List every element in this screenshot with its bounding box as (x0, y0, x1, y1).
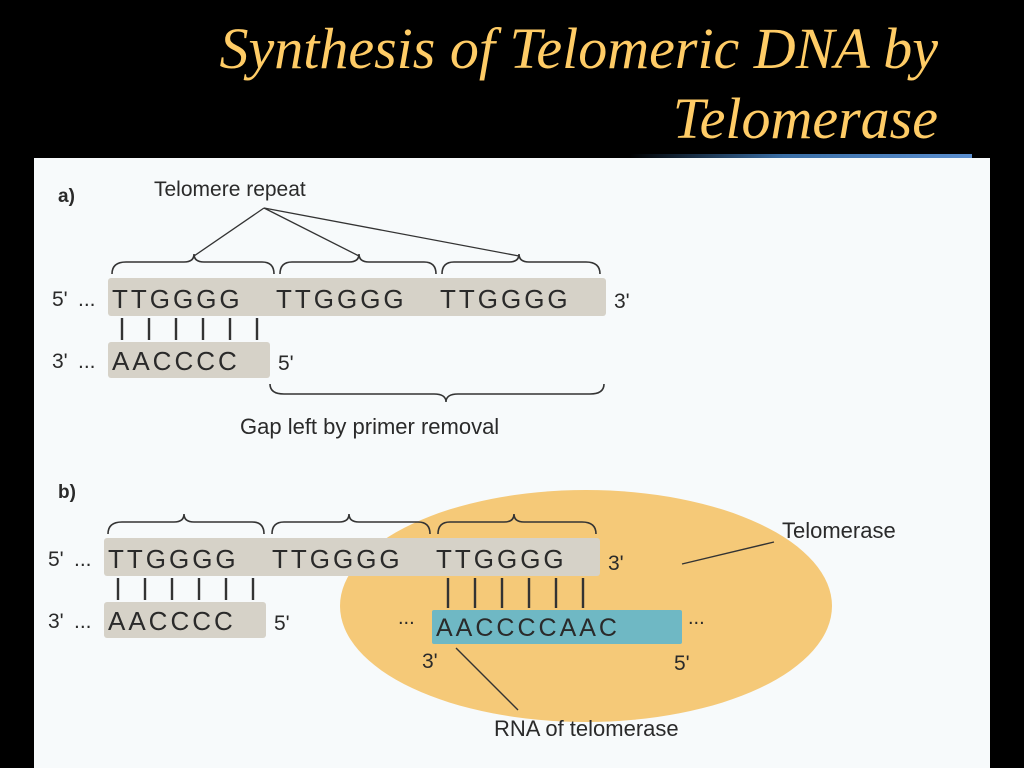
panel-b-repeat-braces (107, 513, 597, 535)
panel-a-top-3prime: 3' (614, 290, 630, 313)
panel-b-top-5prime: 5' (48, 548, 64, 571)
rna-5prime: 5' (674, 652, 690, 675)
panel-a-bottom-3prime: 3' (52, 350, 68, 373)
brace-a-2 (279, 253, 437, 275)
panel-b-bottom-3prime: 3' (48, 610, 64, 633)
rna-dots-right: ... (688, 607, 705, 629)
telomere-repeat-label: Telomere repeat (154, 178, 306, 201)
panel-b-bottom-strand-highlight (104, 602, 266, 638)
title-underline (630, 154, 972, 160)
panel-b-bottom-5prime: 5' (274, 612, 290, 635)
panel-b-repeat-1: TTGGGG (108, 544, 239, 574)
panel-a-repeat-3: TTGGGG (440, 284, 571, 314)
panel-a-repeat-braces (111, 253, 601, 275)
slide-title-line2: Telomerase (672, 86, 938, 151)
brace-a-1 (111, 253, 275, 275)
telomerase-pointer (681, 541, 775, 565)
slide-title-line1: Synthesis of Telomeric DNA by (219, 16, 938, 81)
gap-label: Gap left by primer removal (240, 414, 499, 439)
panel-a-label: a) (58, 186, 75, 207)
panel-b-top-3prime: 3' (608, 552, 624, 575)
panel-a-top-dots: ... (78, 288, 96, 311)
panel-b-top-strand-highlight (104, 538, 600, 576)
figure-panel: a) Telomere repeat 5' ... TTGGGG TTGGGG … (34, 158, 990, 768)
panel-a-bottom-strand-highlight (108, 342, 270, 378)
rna-label: RNA of telomerase (494, 716, 679, 741)
brace-a-3 (441, 253, 601, 275)
panel-b-repeat-3: TTGGGG (436, 544, 567, 574)
panel-b-bottom-sequence: AACCCC (108, 606, 236, 636)
rna-sequence: AACCCCAAC (436, 614, 620, 642)
telomerase-label: Telomerase (782, 518, 896, 543)
telomerase-diagram: a) Telomere repeat 5' ... TTGGGG TTGGGG … (48, 178, 896, 741)
panel-a-bottom-5prime: 5' (278, 352, 294, 375)
brace-b-2 (271, 513, 431, 535)
panel-a-bottom-sequence: AACCCC (112, 346, 240, 376)
rna-template-highlight (432, 610, 682, 644)
panel-b-base-pairs-left (116, 578, 255, 600)
rna-pointer (455, 647, 519, 711)
panel-a-top-strand-highlight (108, 278, 606, 316)
telomere-repeat-pointers (193, 207, 520, 257)
panel-a-bottom-dots: ... (78, 350, 96, 373)
rna-3prime: 3' (422, 650, 438, 673)
brace-b-3 (437, 513, 597, 535)
panel-b-label: b) (58, 482, 76, 503)
brace-b-1 (107, 513, 265, 535)
telomerase-enzyme (340, 490, 832, 722)
panel-a-top-5prime: 5' (52, 288, 68, 311)
panel-b-base-pairs-rna (446, 578, 585, 608)
panel-b-bottom-dots: ... (74, 610, 92, 633)
panel-b-top-dots: ... (74, 548, 92, 571)
panel-a-base-pairs (120, 318, 259, 340)
panel-a-repeat-1: TTGGGG (112, 284, 243, 314)
rna-dots-left: ... (398, 607, 415, 629)
gap-brace (269, 383, 605, 403)
panel-b-repeat-2: TTGGGG (272, 544, 403, 574)
panel-a-repeat-2: TTGGGG (276, 284, 407, 314)
slide-title: Synthesis of Telomeric DNA by Telomerase (58, 14, 938, 154)
